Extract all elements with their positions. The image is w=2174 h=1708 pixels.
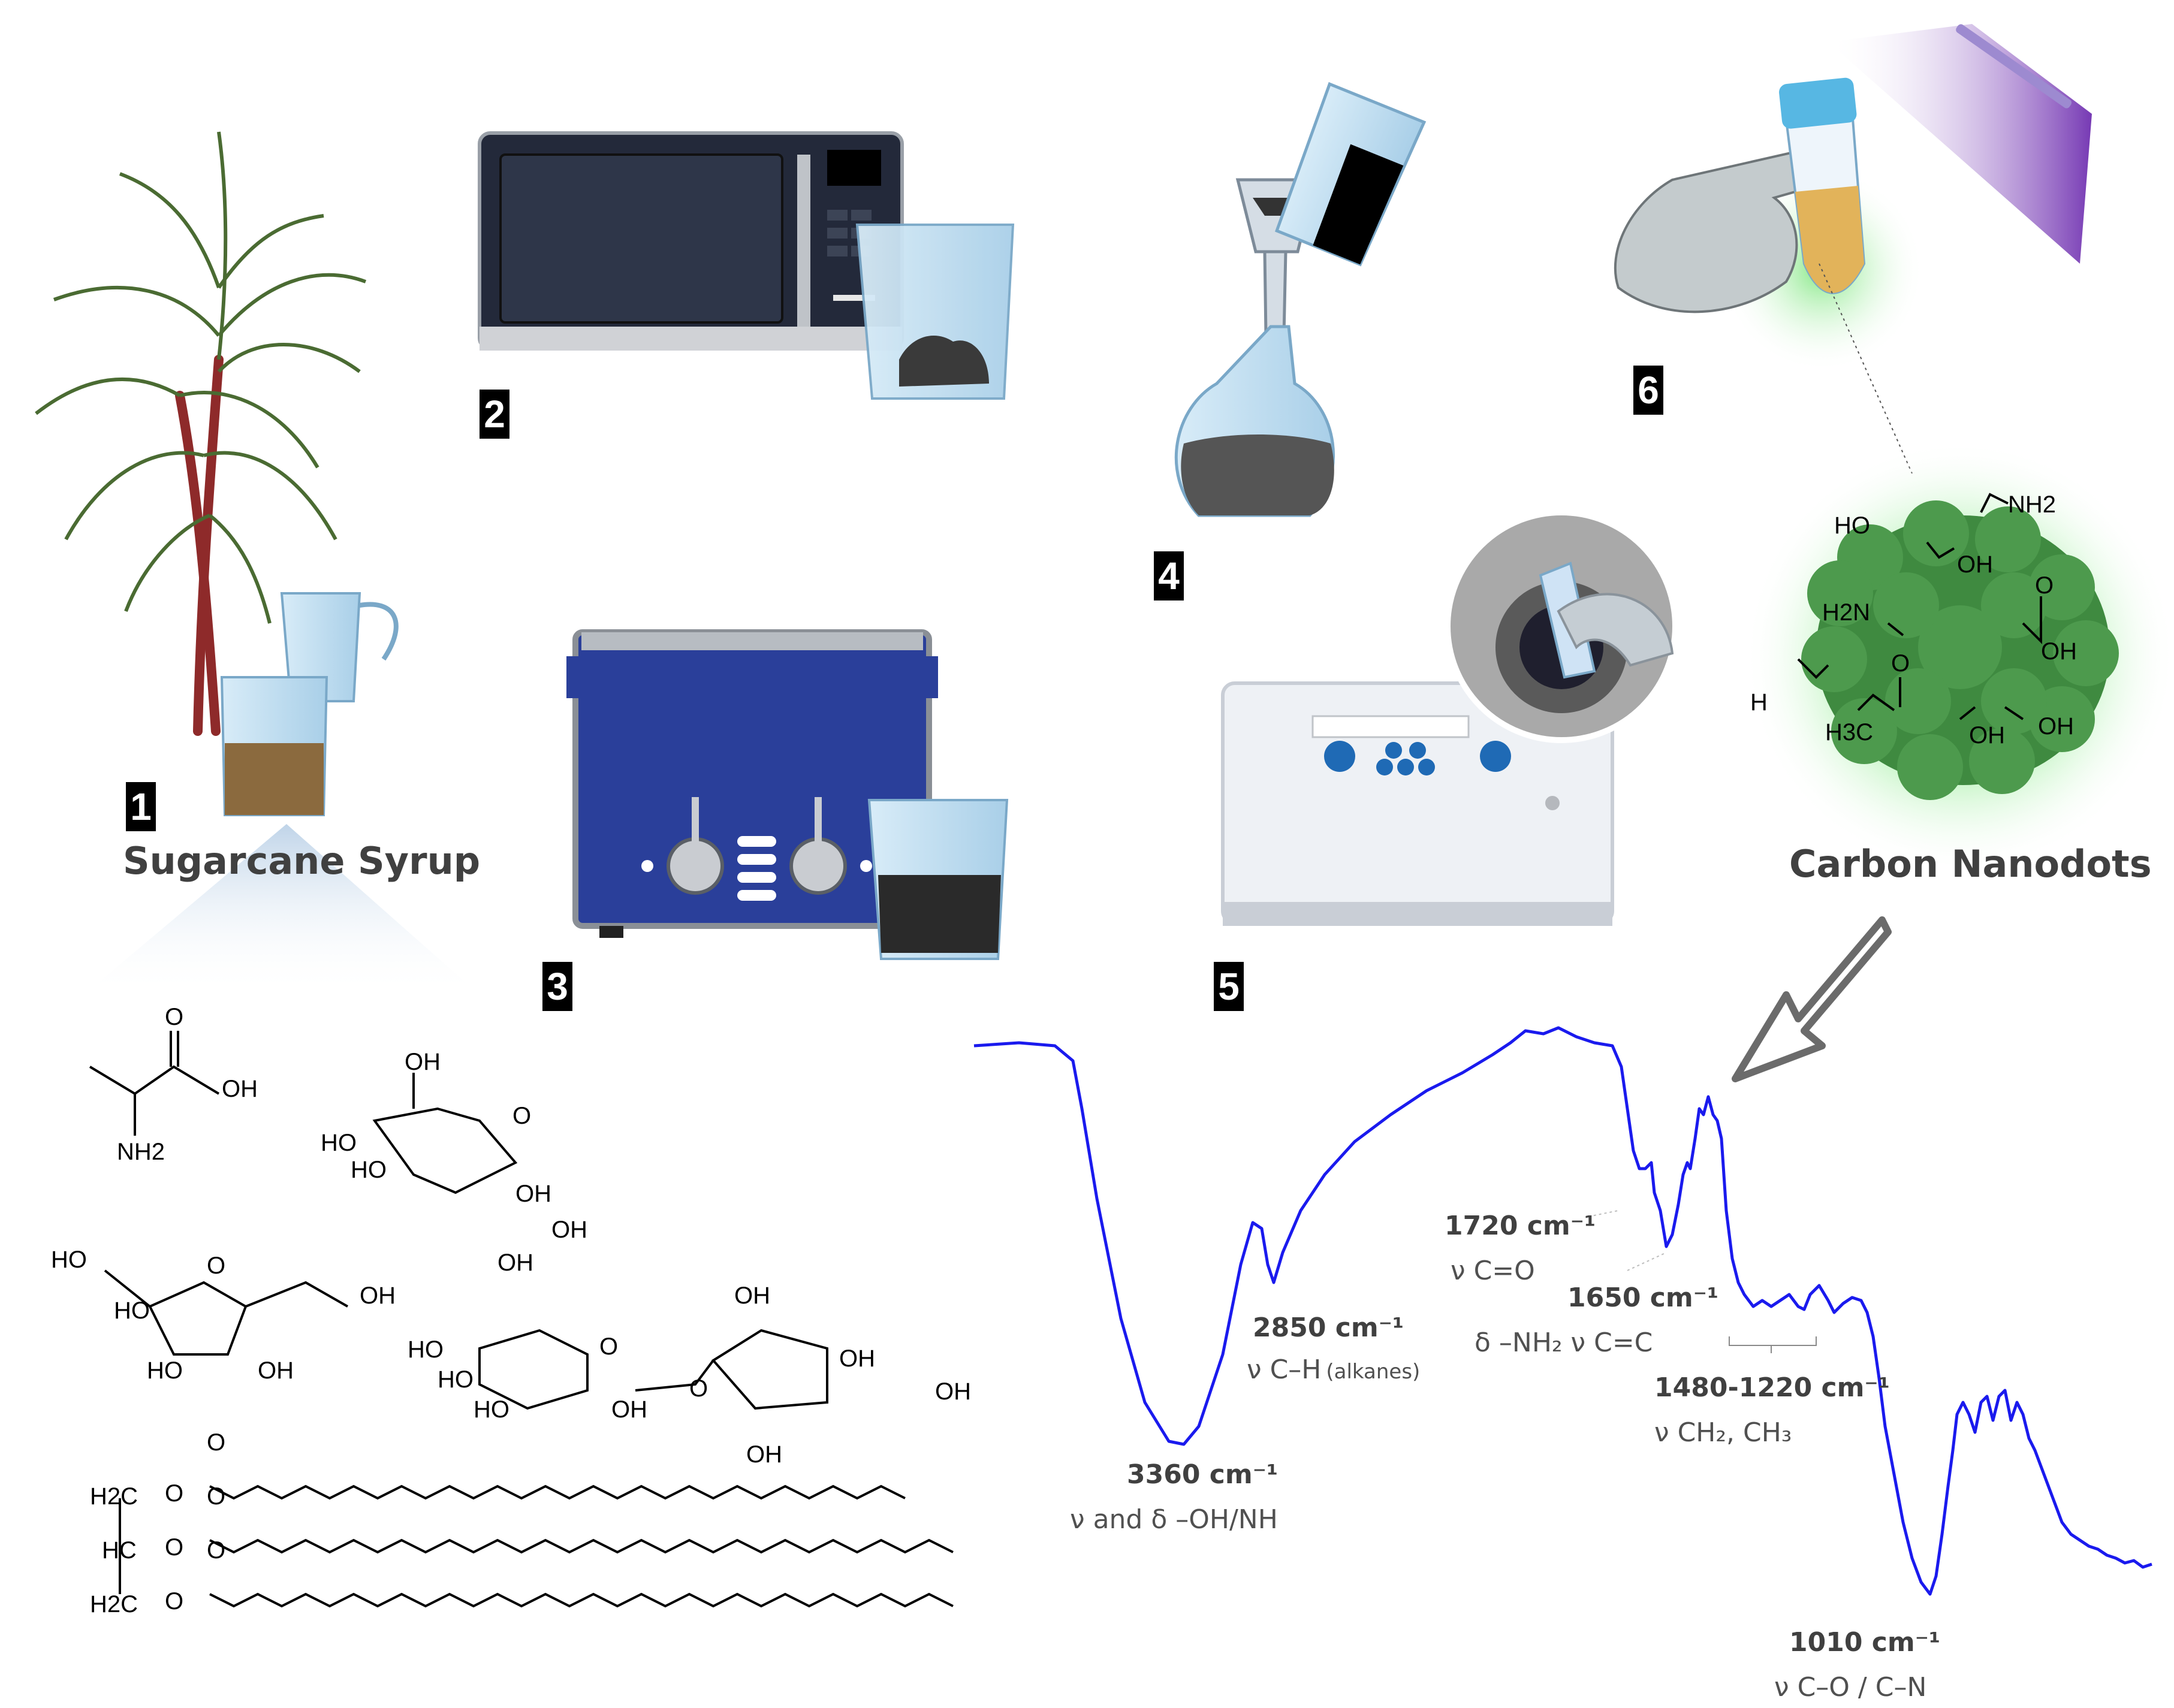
glucose-oh-2: OH (515, 1181, 551, 1207)
tg-o-2: O (165, 1534, 183, 1561)
cd-group-ketone-o: O (1891, 650, 1910, 677)
peak-1650-wavenumber: 1650 cm⁻¹ (1567, 1282, 1718, 1313)
alanine-nh2: NH2 (117, 1139, 165, 1165)
peak-1480-1220-assignment: ν CH₂, CH₃ (1654, 1417, 1792, 1448)
step-1-number: 1 (126, 782, 156, 831)
fructose-oh-1: OH (360, 1282, 396, 1309)
step-3-number: 3 (542, 962, 572, 1011)
step-2-number: 2 (480, 390, 509, 439)
sucrose-oh-4: OH (839, 1345, 875, 1372)
glucose-oh-1: OH (405, 1049, 441, 1075)
centrifuge-illustration (1221, 509, 1678, 926)
peak-3360-wavenumber: 3360 cm⁻¹ (1127, 1459, 1278, 1490)
syrup-composition-cone (84, 824, 480, 995)
alanine-o: O (165, 1004, 183, 1030)
fructose-oh-2: OH (258, 1357, 294, 1384)
tg-o-carbonyl-1: O (207, 1429, 225, 1456)
sucrose-bridge-o: O (689, 1375, 708, 1402)
ftir-arrow (1732, 916, 1892, 1082)
peak-1720-wavenumber: 1720 cm⁻¹ (1445, 1211, 1596, 1241)
filtration-illustration (1174, 82, 1427, 517)
step-6-caption: Carbon Nanodots (1789, 842, 2152, 886)
cd-group-aldehyde-h: H (1750, 689, 1768, 716)
tg-h2c-2: H2C (90, 1591, 138, 1618)
uv-vial-illustration (1614, 24, 2092, 474)
sucrose-oh-5: OH (935, 1378, 971, 1405)
cd-group-oh-3: OH (2038, 713, 2074, 740)
cd-group-ho: HO (1834, 512, 1870, 539)
tg-o-3: O (165, 1588, 183, 1615)
glucose-o: O (512, 1103, 531, 1129)
sucrose-oh-2: OH (611, 1396, 647, 1423)
step-6-number: 6 (1633, 366, 1663, 415)
peak-1480-1220-wavenumber: 1480-1220 cm⁻¹ (1654, 1372, 1890, 1403)
fructose-ho-1: HO (51, 1247, 87, 1273)
alanine-oh: OH (222, 1076, 258, 1102)
fructose-ho-3: HO (147, 1357, 183, 1384)
peak-3360-assignment: ν and δ –OH/NH (1070, 1504, 1278, 1535)
glucose-ho-1: HO (321, 1130, 357, 1156)
peak-2850-note: (alkanes) (1326, 1360, 1420, 1384)
sucrose-ho-1: HO (408, 1336, 444, 1363)
ftir-peak-guides (1588, 1210, 1817, 1353)
glucose-oh-3: OH (551, 1217, 587, 1243)
ftir-spectrum-line (973, 1026, 2152, 1596)
sugarcane-illustration (35, 131, 399, 816)
microwave-illustration (478, 131, 1015, 400)
cd-group-oh-2: OH (1969, 722, 2005, 749)
cd-group-nh2: NH2 (2008, 491, 2056, 518)
ultrasonic-bath-illustration (566, 629, 1009, 960)
sucrose-ring-o-1: O (599, 1333, 618, 1360)
tg-o-carbonyl-3: O (207, 1537, 225, 1564)
step-4-number: 4 (1154, 551, 1184, 600)
fructose-ho-2: HO (114, 1297, 150, 1324)
tg-o-carbonyl-2: O (207, 1483, 225, 1510)
step-1-caption: Sugarcane Syrup (123, 839, 481, 883)
tg-h2c-1: H2C (90, 1483, 138, 1510)
sucrose-ho-2: HO (438, 1366, 474, 1393)
tg-hc: HC (102, 1537, 137, 1564)
cd-group-oh: OH (1957, 551, 1993, 578)
step-5-number: 5 (1214, 962, 1244, 1011)
sucrose-oh-1: OH (497, 1250, 533, 1276)
sucrose-oh-6: OH (746, 1441, 782, 1468)
fructose-o: O (207, 1253, 225, 1279)
glucose-ho-2: HO (351, 1157, 387, 1183)
cd-group-cooh-oh: OH (2041, 638, 2077, 665)
peak-1010-assignment: ν C–O / C–N (1774, 1672, 1926, 1703)
cd-group-h3c: H3C (1825, 719, 1873, 746)
peak-1720-assignment: ν C=O (1451, 1256, 1535, 1286)
peak-1650-assignment: δ –NH₂ ν C=C (1475, 1327, 1653, 1358)
peak-1010-wavenumber: 1010 cm⁻¹ (1789, 1627, 1940, 1658)
tg-o-1: O (165, 1480, 183, 1507)
syrup-molecules (89, 1031, 954, 1608)
peak-2850-wavenumber: 2850 cm⁻¹ (1253, 1312, 1404, 1343)
cd-group-h2n: H2N (1822, 599, 1870, 626)
sucrose-ho-3: HO (474, 1396, 509, 1423)
cd-group-cooh-o: O (2035, 572, 2054, 599)
peak-2850-assignment: ν C–H(alkanes) (1247, 1354, 1420, 1385)
carbon-nanodot-illustration: HO NH2 OH H2N OH O H H3C O OH OH OH (1744, 440, 2174, 872)
sucrose-oh-3: OH (734, 1282, 770, 1309)
